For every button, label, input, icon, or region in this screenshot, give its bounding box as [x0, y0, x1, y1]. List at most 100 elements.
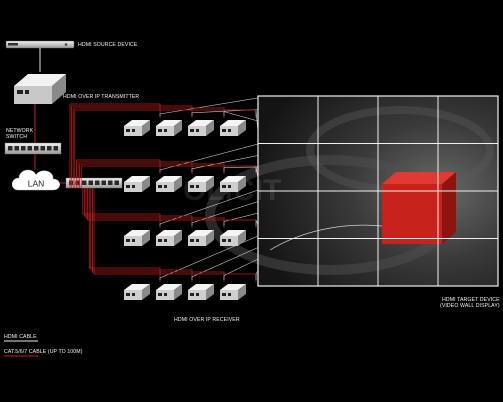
switch-port	[47, 146, 52, 151]
hdmi-cable-to-wall	[159, 235, 259, 280]
hub-port	[101, 180, 106, 185]
switch-port	[40, 146, 45, 151]
hdmi-receiver-device	[220, 120, 246, 136]
hdmi-cable-to-wall	[255, 270, 259, 280]
receiver-port	[126, 129, 130, 132]
receiver-label: HDMI OVER IP RECEIVER	[174, 317, 240, 323]
hdmi-receiver-device	[188, 284, 214, 300]
hdmi-receiver-device	[124, 176, 150, 192]
receiver-port	[158, 293, 162, 296]
receiver-port	[158, 239, 162, 242]
hdmi-cable-to-wall	[223, 166, 259, 172]
hdmi-cable-to-wall	[191, 155, 259, 172]
hub-port	[114, 180, 119, 185]
receiver-side	[174, 176, 182, 192]
hdmi-receiver-device	[156, 120, 182, 136]
switch-port	[34, 146, 39, 151]
receiver-side	[174, 284, 182, 300]
receiver-port	[126, 239, 130, 242]
hdmi-receiver-device	[156, 284, 182, 300]
receiver-side	[238, 284, 246, 300]
cat-cable-run	[76, 159, 161, 188]
cat-cable-run	[82, 188, 161, 228]
receiver-port	[196, 185, 199, 188]
receiver-port	[222, 129, 226, 132]
hdmi-receiver-device	[188, 176, 214, 192]
hub-switch-device	[65, 177, 123, 189]
network-switch-device	[4, 142, 62, 155]
hub-port	[108, 180, 113, 185]
target-device-label-line2: (VIDEO WALL DISPLAY)	[440, 303, 500, 309]
receiver-side	[238, 176, 246, 192]
video-wall-grid	[257, 95, 499, 287]
receiver-top	[220, 176, 246, 182]
receiver-port	[222, 185, 226, 188]
hdmi-transmitter-device	[14, 74, 66, 104]
receiver-top	[220, 120, 246, 126]
receiver-port	[158, 185, 162, 188]
cat-cable-run	[69, 103, 161, 188]
receiver-port	[158, 129, 162, 132]
receiver-side	[206, 120, 214, 136]
receiver-port	[132, 239, 135, 242]
receiver-side	[142, 284, 150, 300]
hdmi-cable-to-wall	[223, 258, 259, 280]
receiver-port	[196, 129, 199, 132]
receiver-port	[190, 293, 194, 296]
hdmi-receiver-device	[124, 230, 150, 246]
hdmi-cable-to-wall	[191, 201, 259, 226]
receiver-port	[132, 185, 135, 188]
receiver-side	[238, 120, 246, 136]
hdmi-cable-to-wall	[159, 97, 259, 116]
receiver-port	[190, 129, 194, 132]
receiver-top	[188, 120, 214, 126]
receiver-top	[220, 230, 246, 236]
receiver-port	[126, 293, 130, 296]
hdmi-source-device	[5, 40, 75, 49]
cat-cable-run	[77, 161, 193, 188]
hdmi-cable-to-wall	[159, 143, 259, 172]
switch-port	[14, 146, 19, 151]
red-cube-image	[269, 172, 456, 251]
cat-cable-run	[90, 188, 193, 282]
receiver-top	[156, 230, 182, 236]
hdmi-receiver-device	[220, 230, 246, 246]
receiver-side	[238, 230, 246, 246]
receiver-port	[190, 185, 194, 188]
hub-port	[82, 180, 87, 185]
hdmi-receiver-device	[220, 284, 246, 300]
receiver-port	[164, 293, 167, 296]
receiver-top	[156, 176, 182, 182]
switch-port	[27, 146, 32, 151]
switch-port	[21, 146, 26, 151]
lan-cloud-icon	[11, 169, 60, 191]
receiver-port	[222, 239, 226, 242]
video-wall-display	[205, 95, 499, 287]
switch-port	[8, 146, 13, 151]
receiver-top	[124, 120, 150, 126]
receiver-top	[188, 176, 214, 182]
hub-port	[88, 180, 93, 185]
receiver-port	[222, 293, 226, 296]
hdmi-receiver-device	[188, 230, 214, 246]
receiver-port	[228, 185, 231, 188]
receiver-top	[124, 176, 150, 182]
cat-cable-run	[84, 188, 193, 228]
hdmi-cable-to-wall	[191, 109, 259, 116]
receiver-top	[188, 230, 214, 236]
hdmi-receiver-device	[188, 120, 214, 136]
receiver-side	[142, 176, 150, 192]
hdmi-cable-to-wall	[255, 110, 259, 133]
receiver-port	[164, 185, 167, 188]
cat-cable-bundle	[69, 97, 259, 282]
hdmi-receiver-device	[220, 176, 246, 192]
receiver-top	[188, 284, 214, 290]
hdmi-cable-to-wall	[255, 166, 259, 179]
network-switch-label-line2: SWITCH	[6, 134, 28, 140]
hdmi-cable-to-wall	[223, 212, 259, 226]
hdmi-cable-to-wall	[255, 220, 259, 226]
switch-port	[53, 146, 58, 151]
hdmi-cable-to-wall	[191, 247, 259, 280]
